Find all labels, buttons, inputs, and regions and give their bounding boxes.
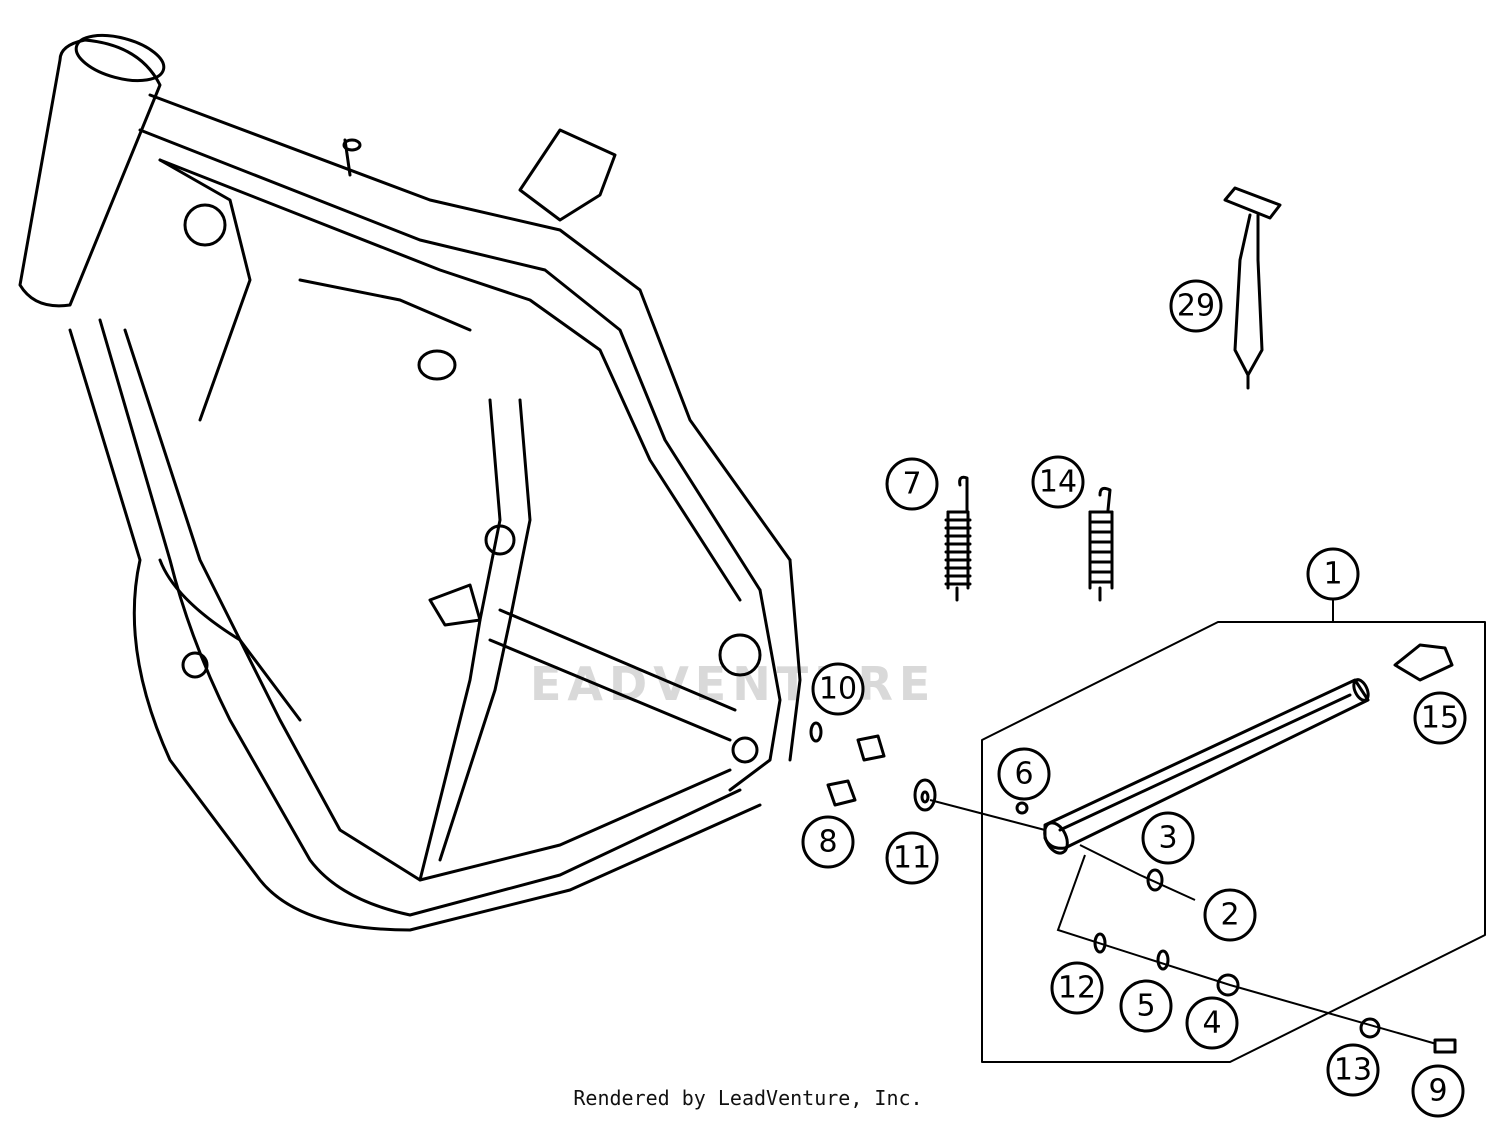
callout-10-label: 10	[819, 672, 857, 707]
motorcycle-frame	[18, 33, 802, 932]
callout-4: 4	[1185, 996, 1239, 1050]
callout-2: 2	[1203, 888, 1257, 942]
callout-3: 3	[1141, 811, 1195, 865]
callout-4-label: 4	[1202, 1006, 1221, 1041]
callout-6: 6	[997, 747, 1051, 801]
callout-7: 7	[885, 457, 939, 511]
callout-12-label: 12	[1058, 971, 1096, 1006]
callout-10: 10	[811, 662, 865, 716]
callout-9-label: 9	[1428, 1074, 1447, 1109]
callout-29-label: 29	[1177, 289, 1215, 324]
callout-5-label: 5	[1136, 989, 1155, 1024]
callout-15: 15	[1413, 691, 1467, 745]
callout-13-label: 13	[1334, 1053, 1372, 1088]
part-29-tool	[1223, 186, 1282, 390]
callout-3-label: 3	[1158, 821, 1177, 856]
callout-9: 9	[1411, 1064, 1465, 1118]
callout-12: 12	[1050, 961, 1104, 1015]
callout-5: 5	[1119, 979, 1173, 1033]
callout-11-label: 11	[893, 841, 931, 876]
callout-8: 8	[801, 815, 855, 869]
callout-14: 14	[1031, 455, 1085, 509]
watermark-text: EADVENTURE	[530, 657, 936, 711]
callout-14-label: 14	[1039, 465, 1077, 500]
callout-2-label: 2	[1220, 898, 1239, 933]
callout-6-label: 6	[1014, 757, 1033, 792]
callout-13: 13	[1326, 1043, 1380, 1097]
part-1-side-stand-group	[929, 621, 1486, 1063]
callout-29: 29	[1169, 279, 1223, 333]
part-14-spring	[1088, 486, 1114, 602]
callout-15-label: 15	[1421, 701, 1459, 736]
small-fasteners	[809, 721, 937, 812]
callout-11: 11	[885, 831, 939, 885]
rendered-by-footer: Rendered by LeadVenture, Inc.	[573, 1086, 922, 1110]
callout-7-label: 7	[902, 467, 921, 502]
callout-8-label: 8	[818, 825, 837, 860]
callout-1-label: 1	[1323, 557, 1342, 592]
callout-1: 1	[1306, 547, 1360, 601]
part-7-spring	[944, 475, 972, 602]
